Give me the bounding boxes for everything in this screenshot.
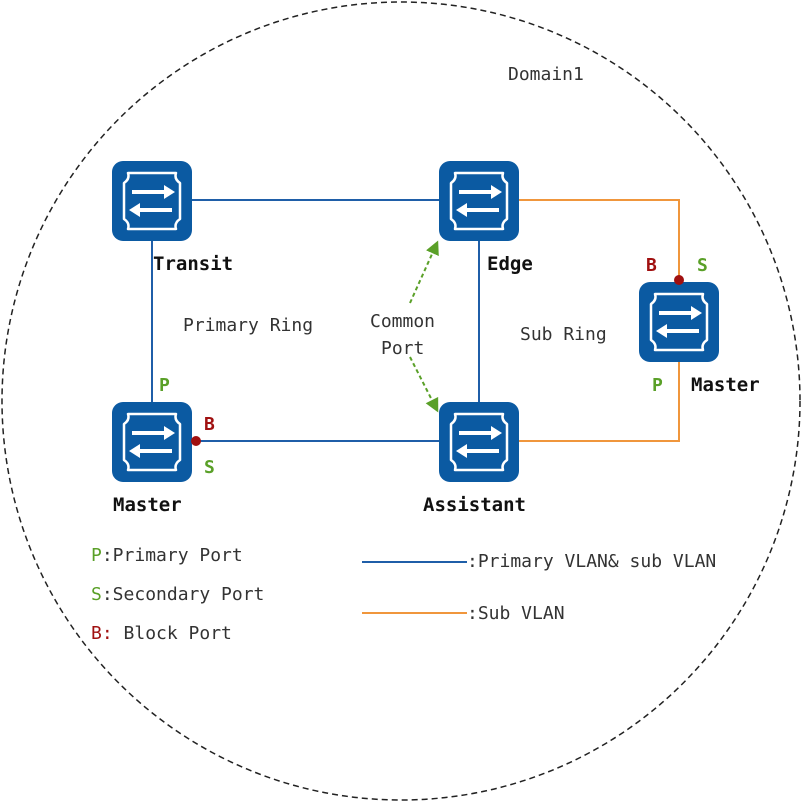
primary-ring-label: Primary Ring [183,315,313,336]
node-label-assistant: Assistant [423,494,526,516]
common-port-arrow-up [409,240,439,304]
primary-ring-links [151,199,480,442]
port-mark-s-right: S [697,255,708,276]
legend-ports: P:Primary Port S:Secondary Port B: Block… [91,545,264,644]
switch-icon [639,282,719,362]
legend-primary-port: P:Primary Port [91,545,243,566]
legend-lines: :Primary VLAN& sub VLAN :Sub VLAN [362,551,716,624]
domain-label: Domain1 [508,64,584,85]
switch-icon [439,161,519,241]
port-mark-p-left: P [159,375,170,396]
legend-sub-line-text: :Sub VLAN [467,603,565,624]
common-port-label-line2: Port [381,338,424,359]
node-label-transit: Transit [153,253,233,275]
switch-icon [112,161,192,241]
port-mark-b-left: B [204,414,215,435]
common-port-arrow-down [409,356,439,413]
node-label-edge: Edge [487,253,533,275]
legend-block-port: B: Block Port [91,623,232,644]
block-port-dot-right [674,275,684,285]
block-port-dot-left [191,436,201,446]
common-port-arrows [409,240,439,413]
node-label-master-left: Master [113,494,182,516]
node-label-master-right: Master [691,374,760,396]
sub-ring-links [519,199,680,442]
switch-icon [439,402,519,482]
port-mark-p-right: P [652,375,663,396]
common-port-label-line1: Common [370,311,435,332]
link-edge-submaster [519,199,680,283]
sub-ring-label: Sub Ring [520,324,607,345]
switch-icon [112,402,192,482]
port-mark-b-right: B [646,255,657,276]
link-assistant-submaster [519,360,680,442]
legend-secondary-port: S:Secondary Port [91,584,264,605]
legend-primary-line-text: :Primary VLAN& sub VLAN [467,551,716,572]
port-mark-s-left: S [204,457,215,478]
